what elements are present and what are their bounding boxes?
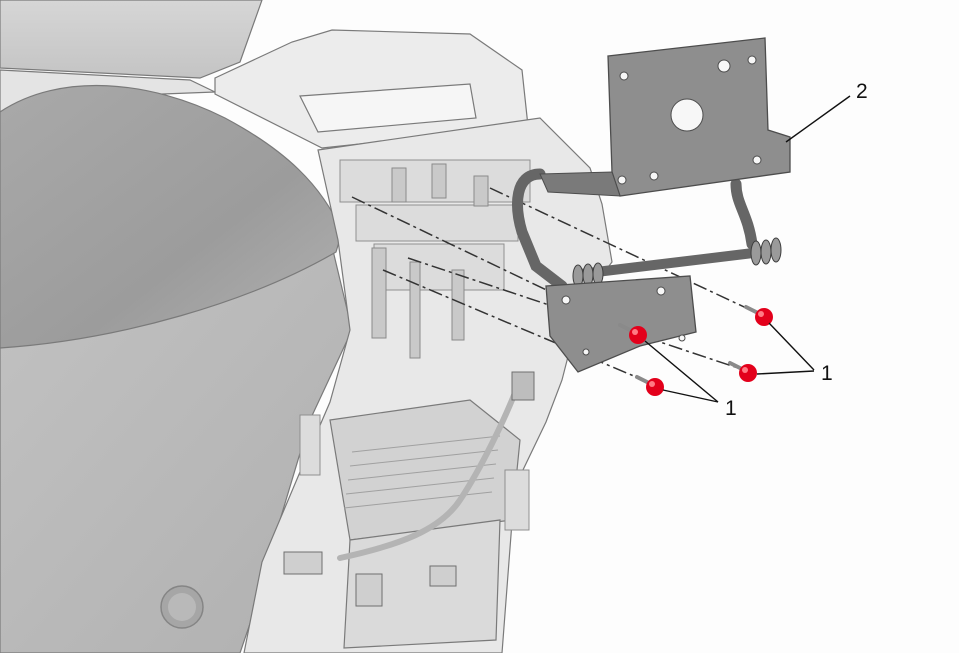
bracket-lower-hole [582,348,590,356]
install-line-1 [489,187,758,314]
connector-upper [511,371,535,401]
fastener-upper-left [618,323,647,344]
fastener-head [755,308,773,326]
console-post-center [409,261,421,359]
connector-right [429,565,457,587]
bracket-plate-flange [539,171,621,197]
callout-fasteners-left: 1 [725,397,737,420]
panel-round-opening-inner [168,593,196,621]
connector-center [355,573,383,607]
bracket-center-hole [670,98,704,132]
bracket-hole [747,55,757,65]
spring-left [572,262,604,288]
fastener-upper-right [744,305,773,326]
console-post-left [371,247,387,339]
console-side-bracket [504,469,530,531]
bracket-bar-left [512,168,568,292]
bracket-hole [752,155,762,165]
knee-pad [0,84,343,349]
bracket-lower-hole [561,295,571,305]
bracket-hole [619,71,629,81]
fastener-lower-left [635,375,664,396]
spring-right [750,237,782,266]
callout-bracket: 2 [856,80,868,103]
leader-line-bracket [785,95,851,143]
console-lower-compartment [329,399,521,541]
console-post-right [451,269,465,341]
fastener-head [739,364,757,382]
console-vent-slats [343,435,501,509]
instrument-panel-upper [0,0,263,79]
fastener-head [629,326,647,344]
console-base [343,519,501,649]
bracket-lower-hole [678,334,686,342]
leader-line-fastener-left-1 [644,340,719,403]
bracket-rod [575,246,775,279]
callout-fasteners-right: 1 [821,362,833,385]
leader-line-fastener-left-2 [662,389,719,403]
install-line-4 [382,269,649,383]
bracket-hole [717,59,731,73]
wire-harness [337,377,523,561]
fastener-head [646,378,664,396]
console-clip-1 [391,167,407,203]
bracket-lower-hole [656,286,666,296]
console-side-tab [299,414,321,476]
console-clip-2 [431,163,447,199]
fastener-lower-right [728,361,757,382]
console-clip-3 [473,175,489,207]
bracket-bar-right [730,178,758,250]
console-lid-panel [299,83,477,133]
connector-left [283,551,323,575]
bracket-hole [649,171,659,181]
leader-line-fastener-right-2 [756,370,815,375]
leader-line-fastener-right-1 [768,322,815,371]
bracket-hole [617,175,627,185]
